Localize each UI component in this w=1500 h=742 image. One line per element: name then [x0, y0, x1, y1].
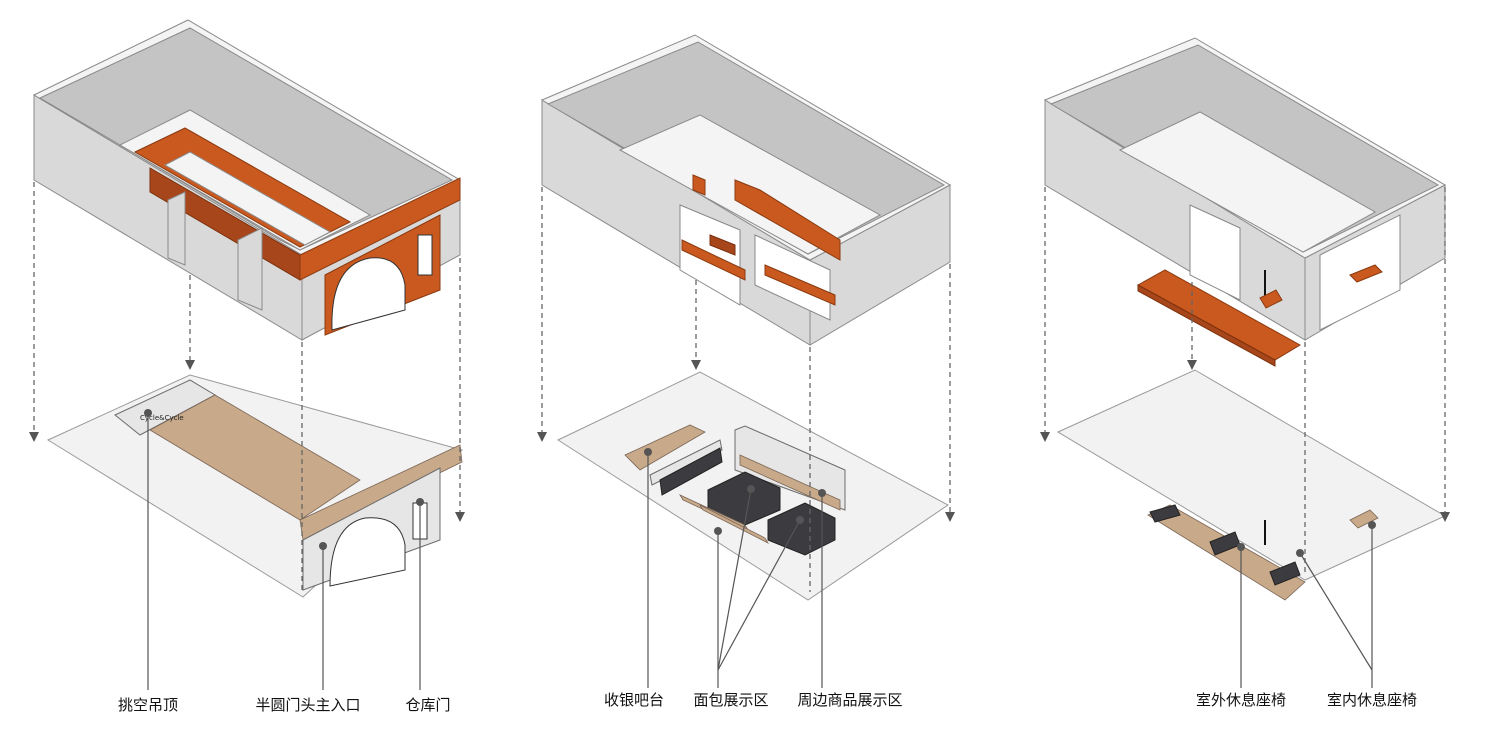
panel-2: 收银吧台 面包展示区 周边商品展示区 — [537, 34, 955, 709]
label-bread-display: 面包展示区 — [693, 691, 768, 709]
panel-3-building — [1043, 37, 1447, 367]
signage-text: Cycle&Cycle — [140, 414, 184, 422]
label-cashier-bar: 收银吧台 — [604, 691, 664, 709]
panel-2-building — [540, 34, 952, 346]
panel-1-building — [32, 19, 462, 341]
label-outdoor-seating: 室外休息座椅 — [1196, 691, 1286, 709]
arch-door — [331, 257, 406, 331]
bread-display-shelf — [734, 179, 841, 261]
label-warehouse-door: 仓库门 — [405, 696, 450, 714]
label-arch-entrance: 半圆门头主入口 — [255, 696, 360, 714]
label-indoor-seating: 室内休息座椅 — [1327, 691, 1417, 709]
panel-1: Cycle&Cycle 挑空吊顶 半圆门头主入口 仓库门 — [29, 19, 465, 714]
label-merchandise-display: 周边商品展示区 — [797, 691, 902, 709]
panel-3-floor — [1056, 369, 1447, 601]
panel-3: 室外休息座椅 室内休息座椅 — [1040, 37, 1450, 709]
warehouse-door — [417, 234, 433, 276]
label-suspended-ceiling: 挑空吊顶 — [118, 696, 178, 714]
panel-1-floor: Cycle&Cycle — [46, 374, 463, 598]
